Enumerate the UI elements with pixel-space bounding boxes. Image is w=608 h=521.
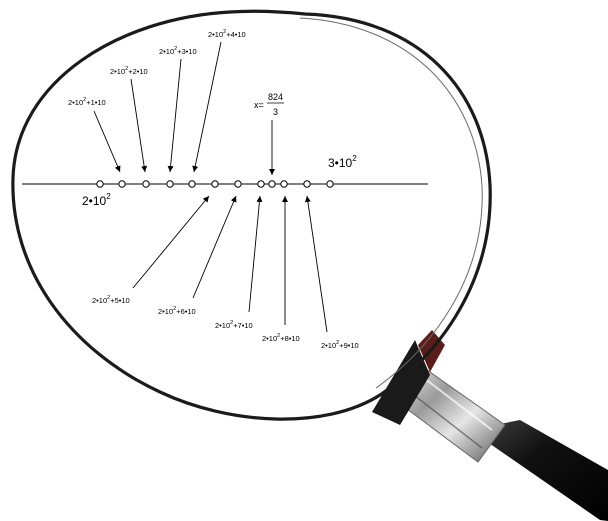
label-2e2-plus-5e1: 2•102+5•10: [92, 295, 130, 305]
pointer-arrow: [131, 79, 145, 172]
pointer-arrow: [193, 196, 236, 298]
label-2e2-plus-2e1: 2•102+2•10: [110, 66, 148, 76]
pointer-arrow: [133, 196, 209, 288]
pointer-arrow: [194, 42, 221, 172]
number-line-point: [212, 181, 218, 187]
label-2e2-plus-8e1: 2•102+8•10: [262, 333, 300, 343]
number-line-point: [327, 181, 333, 187]
start-label: 2•102: [82, 192, 111, 208]
label-2e2-plus-6e1: 2•102+6•10: [158, 306, 196, 316]
pointer-arrow: [249, 196, 260, 312]
label-2e2-plus-9e1: 2•102+9•10: [321, 340, 359, 350]
number-line-point: [281, 181, 287, 187]
svg-text:3: 3: [273, 107, 278, 117]
number-line-point: [119, 181, 125, 187]
label-2e2-plus-1e1: 2•102+1•10: [68, 97, 106, 107]
number-line-point: [97, 181, 103, 187]
label-2e2-plus-7e1: 2•102+7•10: [215, 320, 253, 330]
number-line-point: [269, 181, 275, 187]
number-line-point: [189, 181, 195, 187]
end-label: 3•102: [328, 154, 357, 170]
pointer-arrows: [94, 42, 327, 332]
number-line-point: [167, 181, 173, 187]
svg-text:824: 824: [268, 92, 283, 102]
pointer-arrow: [307, 196, 327, 332]
pointer-arrow: [94, 111, 120, 172]
label-2e2-plus-4e1: 2•102+4•10: [208, 29, 246, 39]
number-line-point: [235, 181, 241, 187]
pointer-arrow: [170, 59, 181, 172]
x-marker-label: x= 824 3: [254, 92, 284, 117]
number-line-point: [143, 181, 149, 187]
number-line-point: [304, 181, 310, 187]
label-2e2-plus-3e1: 2•102+3•10: [159, 46, 197, 56]
magnifier-handle: [372, 330, 608, 521]
number-line-point: [258, 181, 264, 187]
svg-text:x=: x=: [254, 100, 264, 110]
